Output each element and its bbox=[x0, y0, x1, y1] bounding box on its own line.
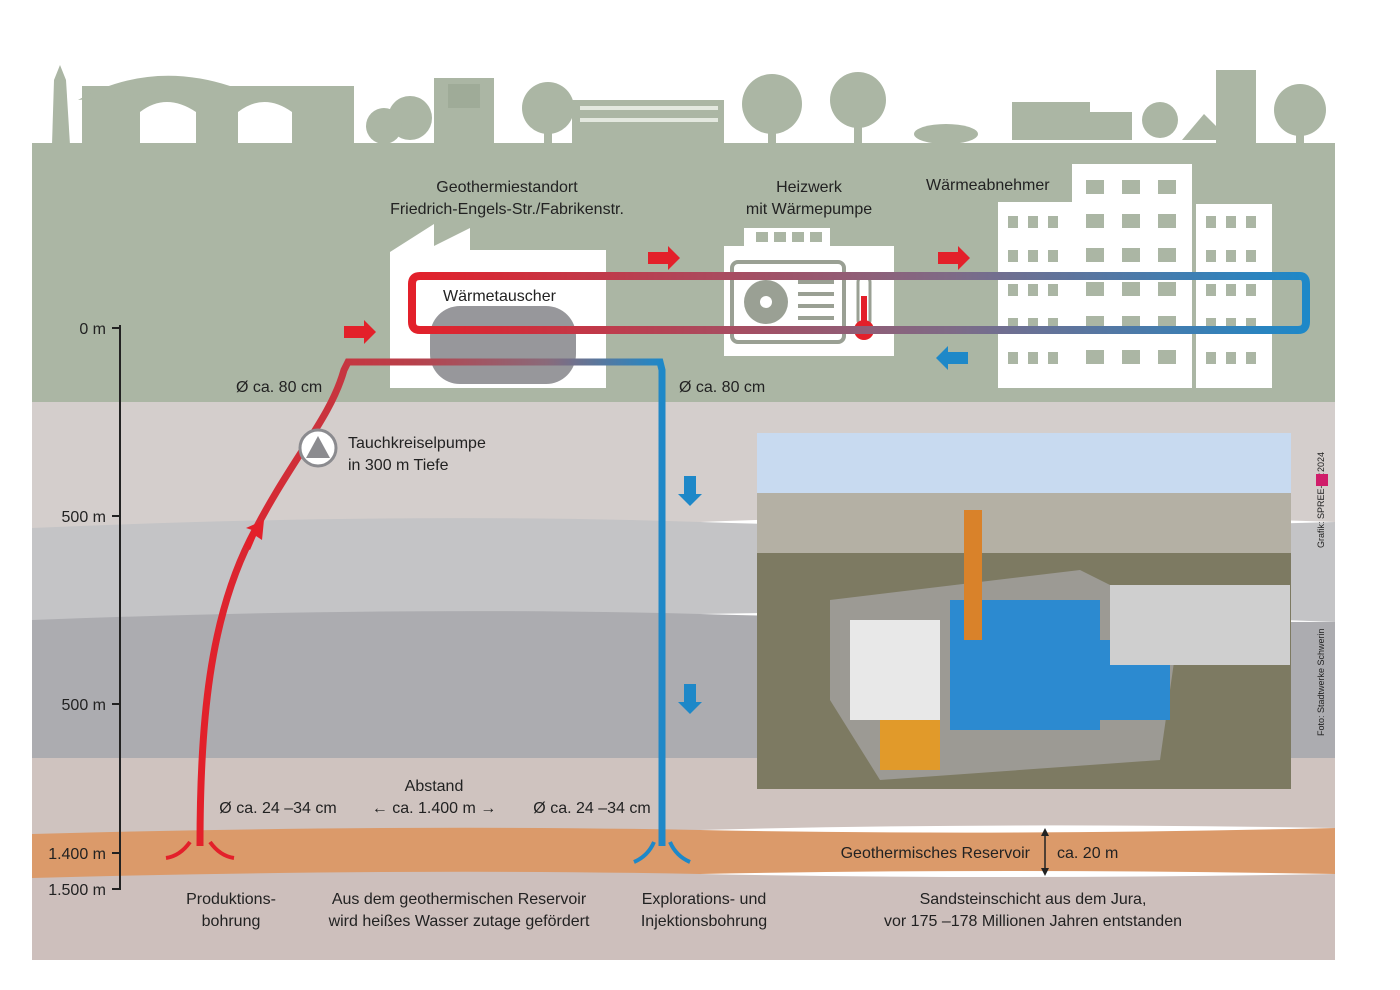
hot-arrow-icon bbox=[244, 520, 264, 550]
submersible-pump bbox=[298, 428, 338, 468]
depth-label-1: 500 m bbox=[62, 509, 106, 526]
depth-label-2: 500 m bbox=[62, 697, 106, 714]
surface-heat-loop bbox=[408, 272, 1310, 334]
depth-label-0: 0 m bbox=[79, 321, 106, 338]
distance-label-line1: Abstand bbox=[405, 778, 464, 795]
production-well-line2: bohrung bbox=[202, 913, 261, 930]
sandstone-line1: Sandsteinschicht aus dem Jura, bbox=[920, 891, 1147, 908]
hot-water-line1: Aus dem geothermischen Reservoir bbox=[332, 891, 587, 908]
heat-exchanger-tank bbox=[430, 306, 576, 384]
hot-arrow-icon bbox=[344, 320, 376, 344]
bedrock-layer bbox=[32, 871, 1335, 960]
injection-well-line2: Injektionsbohrung bbox=[641, 913, 767, 930]
hot-arrow-icon bbox=[648, 246, 680, 270]
injection-well-line1: Explorations- und bbox=[642, 891, 767, 908]
heating-plant-line2: mit Wärmepumpe bbox=[746, 201, 872, 218]
well-diameter-right: Ø ca. 24 –34 cm bbox=[533, 800, 650, 817]
depth-label-3: 1.400 m bbox=[48, 846, 106, 863]
graphic-credit: Grafik: SPREE-PR bbox=[1316, 472, 1326, 548]
pipe-diameter-left: Ø ca. 80 cm bbox=[236, 379, 322, 396]
city-skyline bbox=[52, 65, 1326, 146]
skyline-icons bbox=[140, 84, 718, 146]
reservoir-thickness: ca. 20 m bbox=[1057, 845, 1118, 862]
sandstone-line2: vor 175 –178 Millionen Jahren entstanden bbox=[884, 913, 1182, 930]
heating-plant-line1: Heizwerk bbox=[776, 179, 843, 196]
production-well-line1: Produktions- bbox=[186, 891, 276, 908]
reservoir-label: Geothermisches Reservoir bbox=[841, 845, 1031, 862]
heat-exchanger-label: Wärmetauscher bbox=[443, 288, 557, 305]
heat-consumer-label: Wärmeabnehmer bbox=[926, 177, 1050, 194]
pump-label-line1: Tauchkreiselpumpe bbox=[348, 435, 486, 452]
cold-arrow-icon bbox=[678, 476, 702, 506]
pump-label-line2: in 300 m Tiefe bbox=[348, 457, 449, 474]
injection-outflow-icon bbox=[633, 841, 691, 864]
hot-arrow-icon bbox=[938, 246, 970, 270]
cold-arrow-icon bbox=[936, 346, 968, 370]
heating-plant bbox=[724, 228, 894, 356]
pipe-diameter-right: Ø ca. 80 cm bbox=[679, 379, 765, 396]
well-diameter-left: Ø ca. 24 –34 cm bbox=[219, 800, 336, 817]
photo-credit: Foto: Stadtwerke Schwerin bbox=[1316, 628, 1326, 736]
site-title-line2: Friedrich-Engels-Str./Fabrikenstr. bbox=[390, 201, 624, 218]
flow-arrows bbox=[165, 246, 1049, 876]
thermometer-icon bbox=[854, 274, 874, 340]
distance-label-line2: ← ca. 1.400 m → bbox=[372, 800, 497, 817]
reservoir-layer bbox=[32, 827, 1335, 879]
graphic-year: 2024 bbox=[1316, 452, 1326, 472]
cold-arrow-icon bbox=[678, 684, 702, 714]
drilling-site-photo bbox=[757, 433, 1291, 789]
site-title-line1: Geothermiestandort bbox=[436, 179, 578, 196]
depth-label-4: 1.500 m bbox=[48, 882, 106, 899]
production-inflow-icon bbox=[165, 840, 235, 860]
hot-water-line2: wird heißes Wasser zutage gefördert bbox=[328, 913, 590, 930]
depth-scale: 0 m 500 m 500 m 1.400 m 1.500 m bbox=[48, 321, 121, 899]
spree-pr-logo-icon bbox=[1316, 474, 1328, 486]
